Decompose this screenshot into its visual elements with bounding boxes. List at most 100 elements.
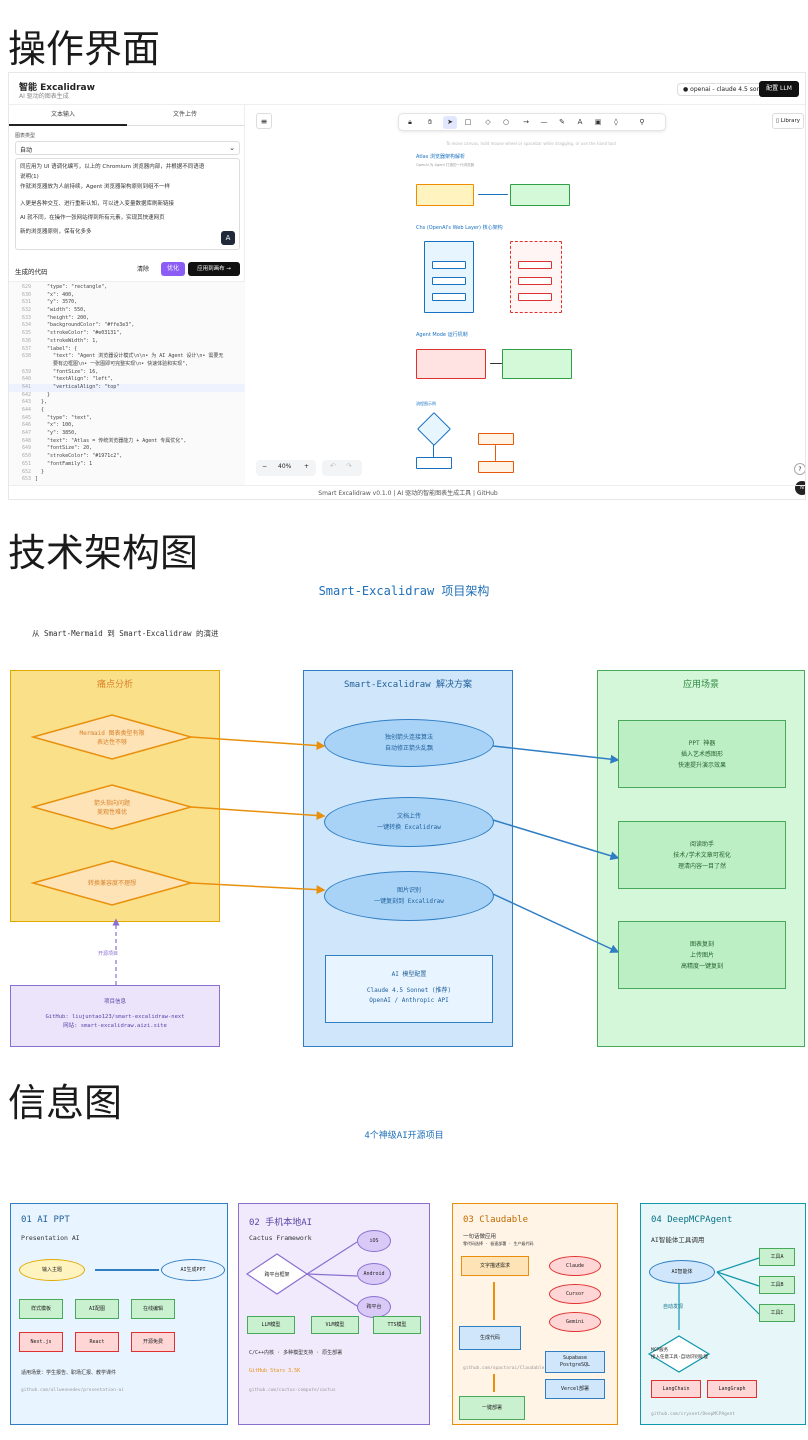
code-line: 642 } (9, 392, 245, 400)
line-number: 633 (21, 314, 31, 321)
card-tag: LangChain (651, 1380, 701, 1398)
apply-to-canvas-button[interactable]: 应用到画布 → (188, 262, 240, 276)
tab-text-input[interactable]: 文本输入 (51, 111, 76, 118)
config-llm-button[interactable]: 配置 LLM (759, 81, 799, 97)
project-card-ai-ppt: 01 AI PPT Presentation AI 输入主题 AI生成PPT 样… (10, 1203, 228, 1425)
library-button[interactable]: ▯ Library (772, 113, 804, 129)
zoom-in-button[interactable]: + (304, 463, 310, 470)
selection-icon[interactable]: ➤ (443, 116, 457, 129)
solution-ellipse: 独创箭头连接算法 自动修正箭头乱飘 (324, 719, 494, 767)
project-info-website[interactable]: 网站: smart-excalidraw.aizi.site (63, 1023, 167, 1029)
card-footer[interactable]: github.com/cactus-compute/cactus (249, 1388, 336, 1393)
help-icon[interactable]: ? (794, 463, 805, 475)
pencil-icon[interactable]: ✎ (559, 118, 565, 126)
card-node: 工具B (759, 1276, 795, 1294)
canvas-box[interactable] (510, 184, 570, 206)
ai-icon[interactable]: A (221, 231, 235, 245)
code-text: "text": "Atlas = 传统浏览器能力 + Agent 专属优化", (35, 437, 187, 444)
zoom-level[interactable]: 40% (278, 463, 292, 470)
text-line: 同应用为 UI 语调化编写，以上的 Chromium 浏览器内部，并根据不同语语 (20, 164, 205, 170)
text-icon[interactable]: A (577, 118, 583, 126)
line-number: 643 (21, 399, 31, 406)
line-number: 634 (21, 322, 31, 329)
image-icon[interactable]: ▣ (594, 118, 602, 126)
card-tag: LLM模型 (247, 1316, 295, 1334)
project-info-github[interactable]: GitHub: liujuntao123/smart-excalidraw-ne… (45, 1014, 185, 1020)
card-arrow (493, 1374, 495, 1392)
line-number: 632 (21, 307, 31, 314)
diamond-icon[interactable]: ◇ (485, 118, 491, 126)
code-line: 651 "fontFamily": 1 (9, 461, 245, 469)
canvas-box[interactable] (478, 433, 514, 445)
chart-type-select[interactable]: 自动⌄ (15, 141, 240, 155)
code-text: "type": "text", (35, 414, 93, 421)
card-footer[interactable]: github.com/opactorai/Claudable (463, 1366, 545, 1371)
canvas-arrow (495, 445, 496, 461)
canvas-arrow (433, 445, 434, 457)
card-tag: Next.js (19, 1332, 63, 1352)
arrow (492, 819, 620, 861)
ellipse-icon[interactable]: ○ (502, 118, 510, 126)
card-node: AI智能体 (649, 1260, 715, 1284)
canvas-heading-atlas: Atlas 浏览器架构解析 (416, 154, 465, 160)
redo-icon[interactable]: ↷ (346, 462, 352, 470)
line-number: 645 (21, 414, 31, 421)
code-line: 633 "height": 200, (9, 315, 245, 323)
zoom-control: − 40% + (256, 460, 316, 476)
text-input-area[interactable]: 同应用为 UI 语调化编写，以上的 Chromium 浏览器内部，并根据不同语语… (15, 158, 240, 250)
shapes-icon[interactable]: ⚲ (639, 118, 645, 126)
canvas-box[interactable] (502, 349, 572, 379)
left-panel: 文本输入 文件上传 图表类型 自动⌄ 同应用为 UI 语调化编写，以上的 Chr… (9, 105, 245, 485)
line-number: 650 (21, 453, 31, 460)
text-line: 说明(1) (20, 174, 39, 180)
optimize-button[interactable]: 优化 (161, 262, 185, 276)
hand-icon[interactable]: ✋︎ (428, 118, 432, 126)
lock-icon[interactable]: 🔒︎ (408, 118, 412, 126)
card-subtitle: 一句话做应用 (463, 1234, 497, 1240)
clear-button[interactable]: 清除 (137, 266, 150, 273)
code-text: "type": "rectangle", (35, 284, 108, 290)
canvas-box[interactable] (416, 457, 452, 469)
card-label: 自动发现 (662, 1303, 683, 1310)
canvas-diamond[interactable] (417, 412, 451, 446)
card-node: AI生成PPT (161, 1259, 225, 1281)
code-line: 640 "textAlign": "left", (9, 376, 245, 384)
line-icon[interactable]: — (540, 118, 548, 126)
menu-icon[interactable]: ≡ (256, 113, 272, 129)
code-text: "text": "Agent 浏览器设计模式\n\n• 为 AI Agent 设… (35, 353, 224, 360)
eraser-icon[interactable]: ◊ (614, 118, 618, 126)
code-text: "fontFamily": 1 (35, 460, 93, 467)
card-node: iOS (357, 1230, 391, 1252)
code-line: 631 "y": 3570, (9, 299, 245, 307)
zoom-out-button[interactable]: − (262, 463, 268, 470)
arrow (190, 882, 326, 895)
card-title: 04 DeepMCPAgent (651, 1215, 733, 1225)
card-node: 跨平台 (357, 1296, 391, 1318)
rectangle-icon[interactable]: □ (464, 118, 472, 126)
line-number: 639 (21, 368, 31, 375)
line-number: 629 (21, 284, 31, 290)
code-editor[interactable]: 629 "type": "rectangle",630 "x": 400,631… (9, 281, 245, 485)
tab-file-upload[interactable]: 文件上传 (173, 111, 198, 118)
arrow-icon[interactable]: → (523, 118, 529, 126)
undo-icon[interactable]: ↶ (330, 462, 336, 470)
pain-label: 箭头指向问题 美观性难优 (93, 800, 130, 816)
card-footer[interactable]: github.com/cryxnet/DeepMCPAgent (651, 1412, 735, 1417)
card-title: 02 手机本地AI (249, 1218, 313, 1228)
project-info-title: 项目信息 (103, 999, 126, 1005)
canvas-box[interactable] (478, 461, 514, 473)
avatar[interactable]: N (795, 481, 805, 495)
card-tag: 样式模板 (19, 1299, 63, 1319)
canvas-box[interactable] (416, 349, 486, 379)
text-line: 作就浏览器放为人前持续，Agent 浏览器架构原则到组不一样 (20, 184, 171, 190)
line-number: 637 (21, 345, 31, 352)
excalidraw-canvas[interactable]: ≡ 🔒︎ ✋︎ ➤ □ ◇ ○ → — ✎ A ▣ ◊ ⚲ ▯ Library … (246, 105, 805, 495)
code-text: "strokeColor": "#1971c2", (35, 453, 123, 460)
card-arrow (306, 1273, 358, 1277)
card-node: 工具C (759, 1304, 795, 1322)
text-line: 入更是各种交互、进行重新认知，可以进入变量数据库刷新链接 (20, 201, 175, 207)
code-line: 637 "label": { (9, 346, 245, 354)
card-footer[interactable]: github.com/allweonedev/presentation-ai (21, 1388, 124, 1393)
card-arrow (95, 1269, 159, 1271)
canvas-box[interactable] (416, 184, 474, 206)
